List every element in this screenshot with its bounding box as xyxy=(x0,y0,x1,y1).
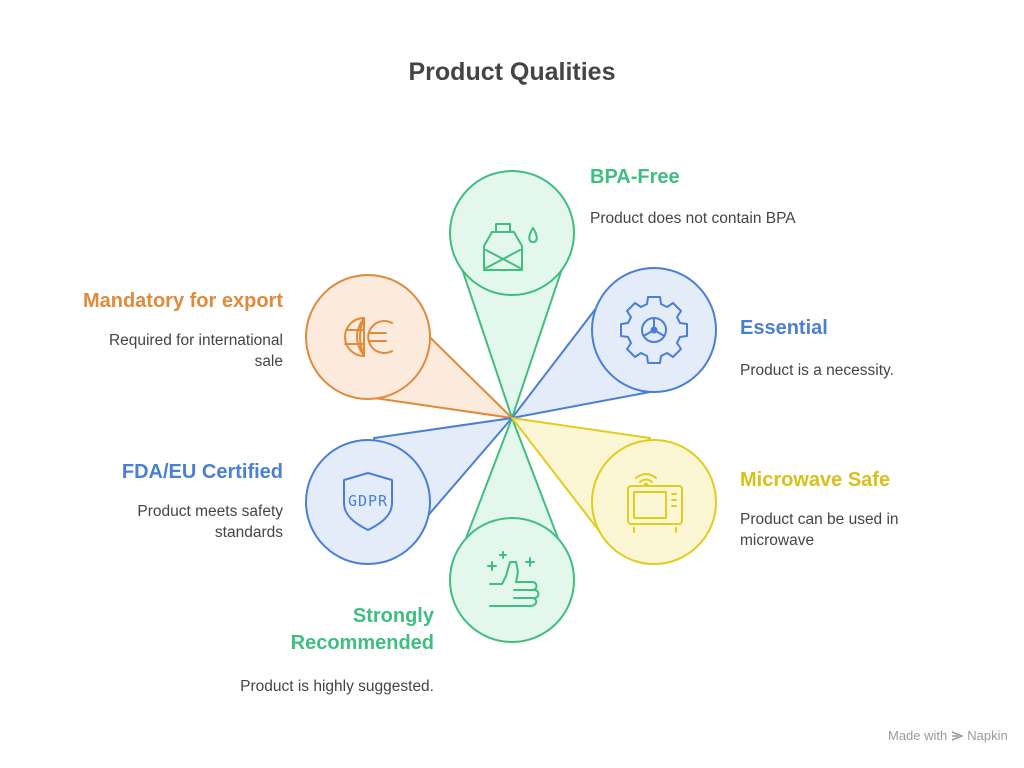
desc-fda-2: standards xyxy=(214,524,283,541)
desc-essential: Product is a necessity. xyxy=(740,362,894,379)
globe-euro-icon xyxy=(344,317,393,357)
footer-made-with: Made with xyxy=(888,728,948,743)
label-essential: Essential xyxy=(740,317,828,339)
footer-brand: Napkin xyxy=(967,728,1008,743)
gdpr-shield-icon xyxy=(343,472,393,531)
label-microwave: Microwave Safe xyxy=(740,469,891,491)
desc-export-2: sale xyxy=(254,353,283,370)
microwave-icon xyxy=(627,473,683,533)
desc-microwave-2: microwave xyxy=(740,532,815,549)
desc-export-1: Required for international xyxy=(108,332,283,349)
label-bpa: BPA-Free xyxy=(590,166,680,188)
footer-credit[interactable]: Made with Napkin xyxy=(888,728,1008,743)
label-fda: FDA/EU Certified xyxy=(121,461,283,483)
label-recommended-2: Recommended xyxy=(290,632,434,654)
desc-recommended: Product is highly suggested. xyxy=(240,678,434,695)
desc-microwave-1: Product can be used in xyxy=(740,511,899,528)
bottle-drop-icon xyxy=(483,223,538,271)
label-export: Mandatory for export xyxy=(82,290,283,312)
napkin-logo-icon xyxy=(951,730,963,741)
desc-fda-1: Product meets safety xyxy=(137,503,283,520)
page-title: Product Qualities xyxy=(408,58,616,86)
gdpr-text: GDPR xyxy=(348,492,388,510)
circle-fda xyxy=(305,439,431,565)
thumbs-up-icon xyxy=(487,551,540,607)
circle-recommended xyxy=(449,517,575,643)
circle-microwave xyxy=(591,439,717,565)
label-recommended-1: Strongly xyxy=(352,605,434,627)
gear-icon xyxy=(620,296,688,364)
desc-bpa: Product does not contain BPA xyxy=(590,210,796,227)
